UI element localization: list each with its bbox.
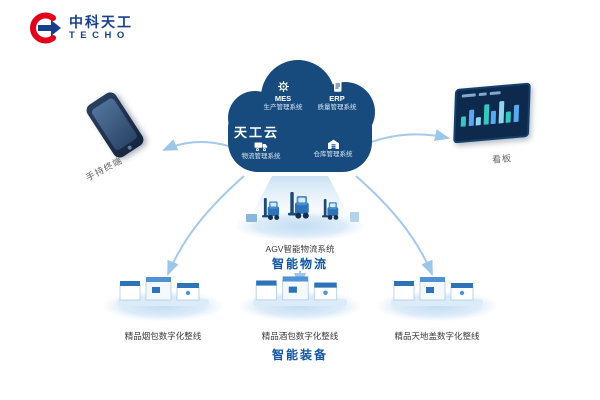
agv-system-label: AGV智能物流系统 bbox=[265, 244, 335, 254]
arrow-cloud-to-left-line bbox=[167, 175, 245, 276]
app-label-mes: 生产管理系统 bbox=[263, 103, 303, 111]
truck-icon bbox=[254, 142, 268, 152]
kanban-screen bbox=[453, 82, 531, 144]
kanban-label: 看板 bbox=[491, 153, 513, 165]
warehouse-icon bbox=[327, 139, 339, 149]
cloud-app-erp: ERP 质量管理系统 bbox=[308, 80, 366, 111]
production-line-label-2: 精品酒包数字化整线 bbox=[261, 331, 339, 341]
handheld-body bbox=[83, 89, 147, 161]
machines-line-1 bbox=[116, 276, 210, 307]
connector-arrows bbox=[162, 129, 450, 288]
machines-line-2 bbox=[252, 275, 348, 307]
cloud-title: 天工云 bbox=[234, 125, 280, 140]
app-label-warehouse: 仓库管理系统 bbox=[313, 151, 353, 158]
kanban-chart-bars bbox=[460, 95, 524, 127]
app-label-erp: 质量管理系统 bbox=[317, 103, 357, 111]
section-label-equipment: 智能装备 bbox=[271, 348, 329, 362]
production-line-label-3: 精品天地盖数字化整线 bbox=[394, 331, 480, 341]
handheld-device bbox=[82, 89, 162, 170]
company-logo: 中科天工 TECHO bbox=[26, 12, 133, 44]
section-label-logistics: 智能物流 bbox=[271, 257, 329, 271]
company-name-en: TECHO bbox=[69, 29, 130, 41]
app-name-mes: MES bbox=[274, 94, 292, 103]
document-icon bbox=[333, 81, 341, 92]
logo-mark-icon bbox=[30, 12, 61, 44]
cloud-app-mes: MES 生产管理系统 bbox=[254, 80, 312, 111]
cloud-panel: 天工云 MES 生产管理系统 ERP 质量管理系统 bbox=[224, 58, 376, 184]
arrow-cloud-to-right-line bbox=[355, 175, 433, 276]
agv-forklifts bbox=[246, 192, 359, 222]
cloud-app-logistics: 物流管理系统 bbox=[232, 140, 290, 161]
gear-icon bbox=[277, 81, 289, 92]
cloud-shape bbox=[228, 60, 375, 172]
handheld-screen bbox=[90, 96, 139, 152]
cloud-app-warehouse: 仓库管理系统 bbox=[304, 138, 362, 159]
handheld-home-button bbox=[126, 144, 133, 150]
kanban-board bbox=[453, 82, 540, 152]
app-name-erp: ERP bbox=[329, 94, 345, 103]
production-line-label-1: 精品烟包数字化整线 bbox=[124, 331, 202, 341]
machines-line-3 bbox=[390, 276, 484, 307]
app-label-logistics: 物流管理系统 bbox=[241, 153, 281, 160]
company-name-cn: 中科天工 bbox=[69, 14, 133, 31]
